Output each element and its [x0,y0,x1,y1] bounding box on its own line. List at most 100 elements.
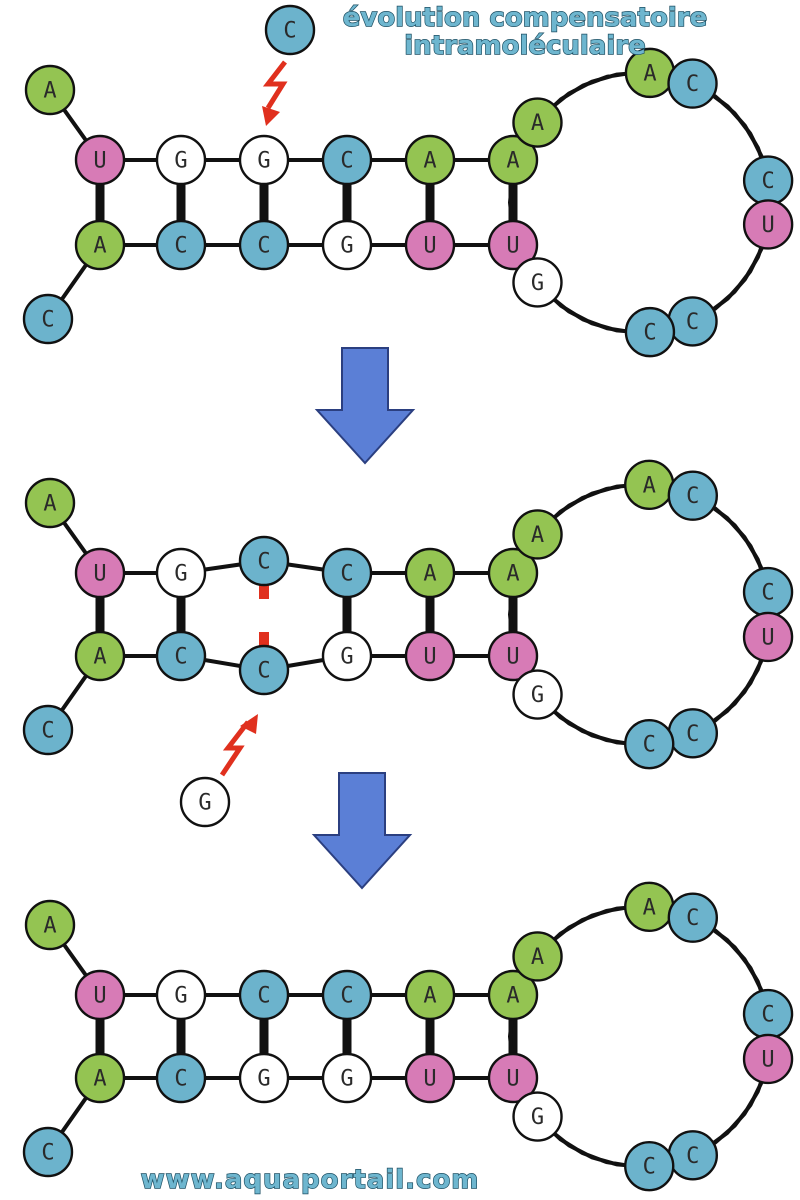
nucleotide-label: G [340,234,353,259]
nucleotide-label: U [506,1067,519,1092]
nucleotide-circle [404,630,456,682]
nucleotide-circle [321,547,373,599]
nucleotide-circle [512,1091,563,1142]
nucleotide-label: A [506,149,519,174]
arrow-layer [219,60,416,890]
top-strand-nucleotide: A [404,134,456,186]
nucleotide-label: A [423,984,436,1009]
bottom-strand-nucleotide: U [487,630,539,682]
nucleotide-label: U [423,645,436,670]
five-prime-nucleotide: A [24,64,76,116]
nucleotide-circle [155,134,207,186]
nucleotide-circle [321,219,373,271]
bottom-strand-nucleotide: G [321,219,373,271]
loop-nucleotide: C [667,892,719,943]
mutation-bolt [262,60,288,110]
loop-nucleotide: C [667,1130,719,1181]
mutation-nucleotide: G [179,776,231,828]
five-prime-nucleotide: A [24,899,76,951]
nucleotide-circle [238,134,290,186]
three-prime-nucleotide: C [22,1126,74,1178]
nucleotide-circle [155,969,207,1021]
mutation-bolt [219,720,250,777]
nucleotide-circle [624,718,675,770]
nucleotide-circle [22,293,74,345]
nucleotide-label: A [93,645,106,670]
top-strand-nucleotide: U [74,547,126,599]
nucleotide-circle [74,1052,126,1104]
loop-nucleotide: A [624,459,675,511]
nucleotide-circle [321,134,373,186]
nucleotide-label: A [506,562,519,587]
nucleotide-circle [742,611,794,663]
nucleotide-circle [155,630,207,682]
top-strand-nucleotide: A [487,969,539,1021]
loop-backbone [507,904,772,1169]
nucleotide-label: G [340,645,353,670]
nucleotide-label: U [761,625,774,650]
loop-nucleotide: G [512,257,563,308]
bottom-strand-nucleotide: U [404,630,456,682]
loop-backbone [507,70,772,335]
bottom-strand-nucleotide: C [238,644,290,696]
nucleotide-circle [179,776,231,828]
top-strand-nucleotide: C [238,969,290,1021]
top-strand-nucleotide: A [487,134,539,186]
nucleotide-label: U [423,234,436,259]
loop-nucleotide: C [667,296,718,347]
transition-arrow [311,772,413,890]
nucleotide-circle [667,58,718,109]
nucleotide-circle [238,644,290,696]
nucleotide-label: C [174,234,187,259]
nucleotide-label: G [174,984,187,1009]
nucleotide-circle [512,931,563,982]
loop-nucleotide: G [512,1091,563,1142]
nucleotide-label: C [283,19,296,44]
nucleotide-label: G [340,1067,353,1092]
nucleotide-label: U [423,1067,436,1092]
nucleotide-label: A [506,984,519,1009]
nucleotide-label: A [643,473,656,498]
top-strand-nucleotide: U [74,969,126,1021]
nucleotide-circle [404,1052,456,1104]
bottom-strand-nucleotide: A [74,1052,126,1104]
bottom-strand-nucleotide: U [404,219,456,271]
nucleotide-label: C [643,733,656,758]
bottom-strand-nucleotide: C [238,219,290,271]
bottom-strand-nucleotide: A [74,630,126,682]
nucleotide-label: A [43,914,56,939]
loop-nucleotide: U [742,199,794,250]
nucleotide-label: C [257,550,270,575]
nucleotide-circle [24,899,76,951]
loop-nucleotide: C [624,306,676,358]
transition-arrow [314,347,416,465]
nucleotide-label: C [257,659,270,684]
nucleotide-label: A [643,61,656,86]
title-line-1: évolution compensatoire [343,3,707,33]
nucleotide-label: A [423,149,436,174]
loop-nucleotide: A [512,509,563,560]
mutation-bolt-head [240,714,258,734]
loop-nucleotide: U [742,611,794,663]
bottom-strand-nucleotide: G [321,1052,373,1104]
nucleotide-label: U [506,234,519,259]
nucleotide-label: C [257,984,270,1009]
nucleotide-label: C [643,321,656,346]
nucleotide-label: C [257,234,270,259]
nucleotide-circle [24,477,76,529]
nucleotide-label: C [686,484,699,509]
nucleotide-label: C [762,169,775,194]
bottom-strand-nucleotide: G [238,1052,290,1104]
nucleotide-circle [404,547,456,599]
nucleotide-label: G [531,1105,544,1130]
bottom-strand-nucleotide: U [404,1052,456,1104]
nucleotide-label: A [423,562,436,587]
nucleotide-label: A [43,79,56,104]
five-prime-nucleotide: A [24,477,76,529]
nucleotide-circle [487,1052,539,1104]
nucleotide-label: C [643,1155,656,1180]
nucleotide-label: G [257,1067,270,1092]
nucleotide-label: C [174,1067,187,1092]
nucleotide-label: C [686,72,699,97]
